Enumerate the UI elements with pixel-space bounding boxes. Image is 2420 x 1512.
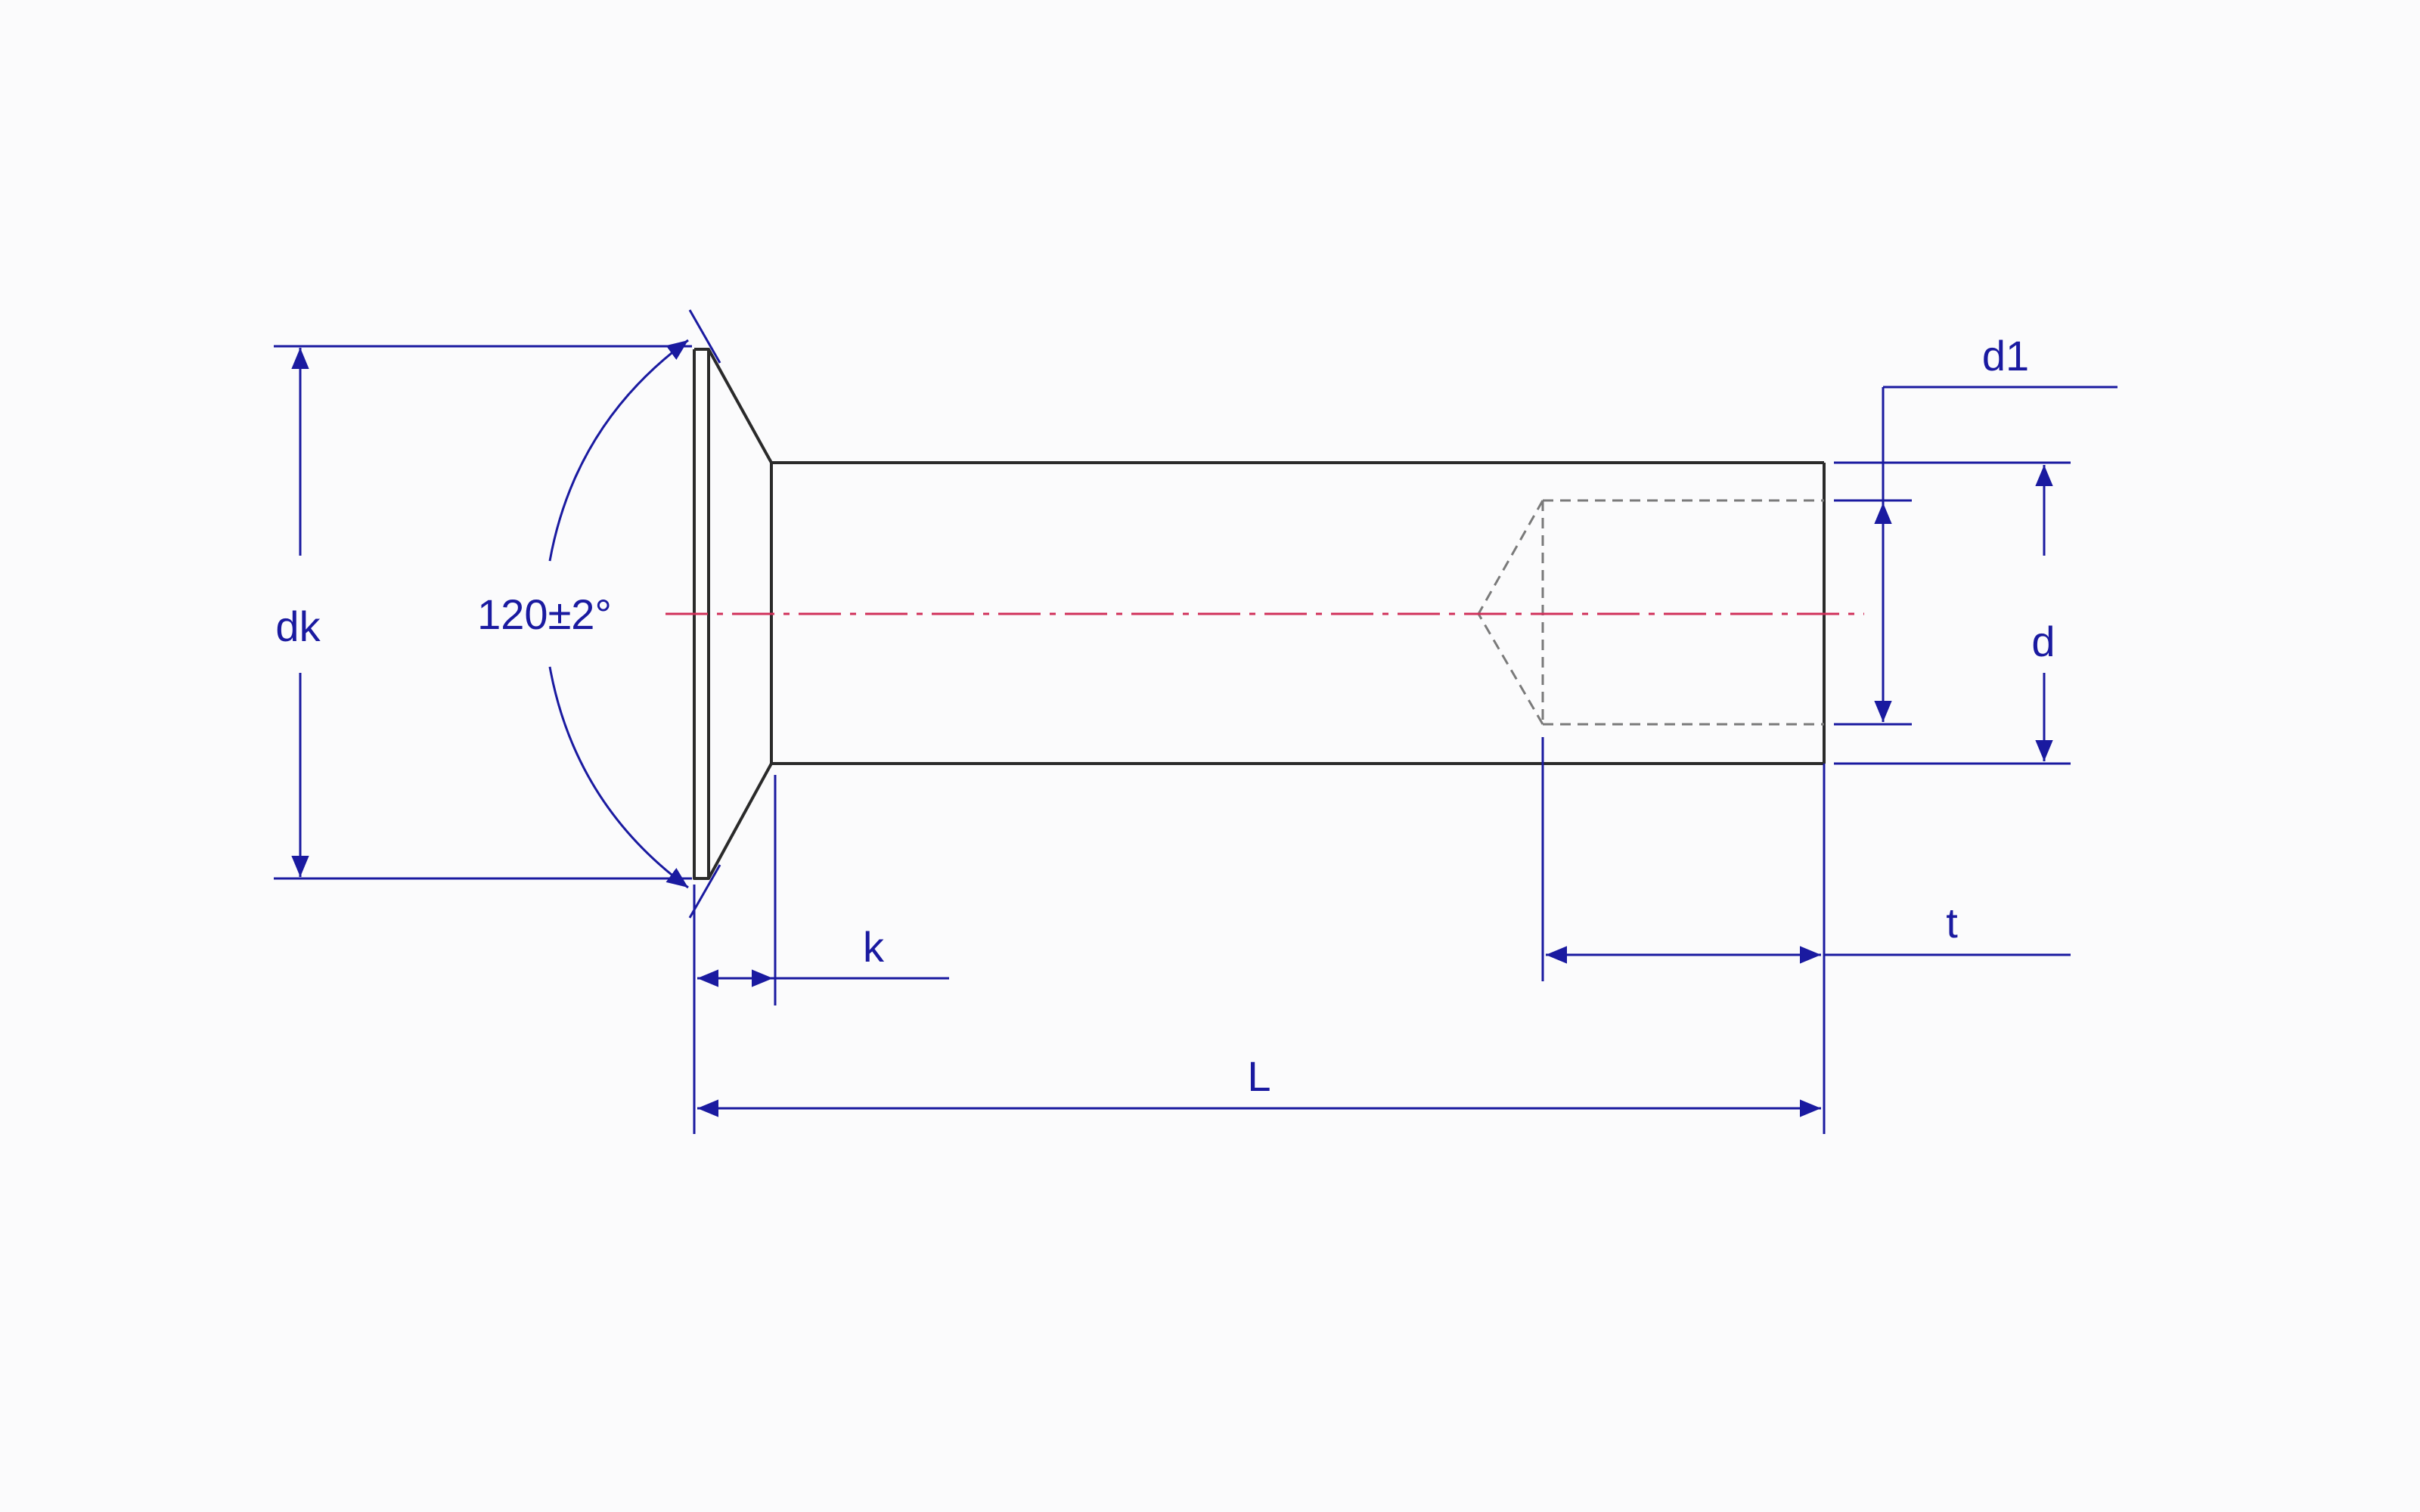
dimensions bbox=[274, 309, 2118, 1134]
label-L: L bbox=[1247, 1052, 1270, 1100]
label-d: d bbox=[2031, 618, 2055, 665]
head-taper-bottom bbox=[707, 763, 773, 879]
hidden-bore bbox=[1477, 499, 1824, 726]
angle-arc-upper bbox=[548, 339, 689, 562]
head-taper-top bbox=[707, 349, 773, 463]
label-angle: 120±2° bbox=[477, 590, 612, 638]
label-d1: d1 bbox=[1982, 332, 2029, 380]
dimension-labels: dk 120±2° k L t d d1 bbox=[275, 332, 2055, 1100]
label-t: t bbox=[1946, 899, 1958, 947]
label-k: k bbox=[863, 923, 885, 971]
angle-extension-top bbox=[688, 309, 721, 364]
angle-arc-lower bbox=[548, 666, 689, 889]
label-dk: dk bbox=[275, 603, 321, 650]
